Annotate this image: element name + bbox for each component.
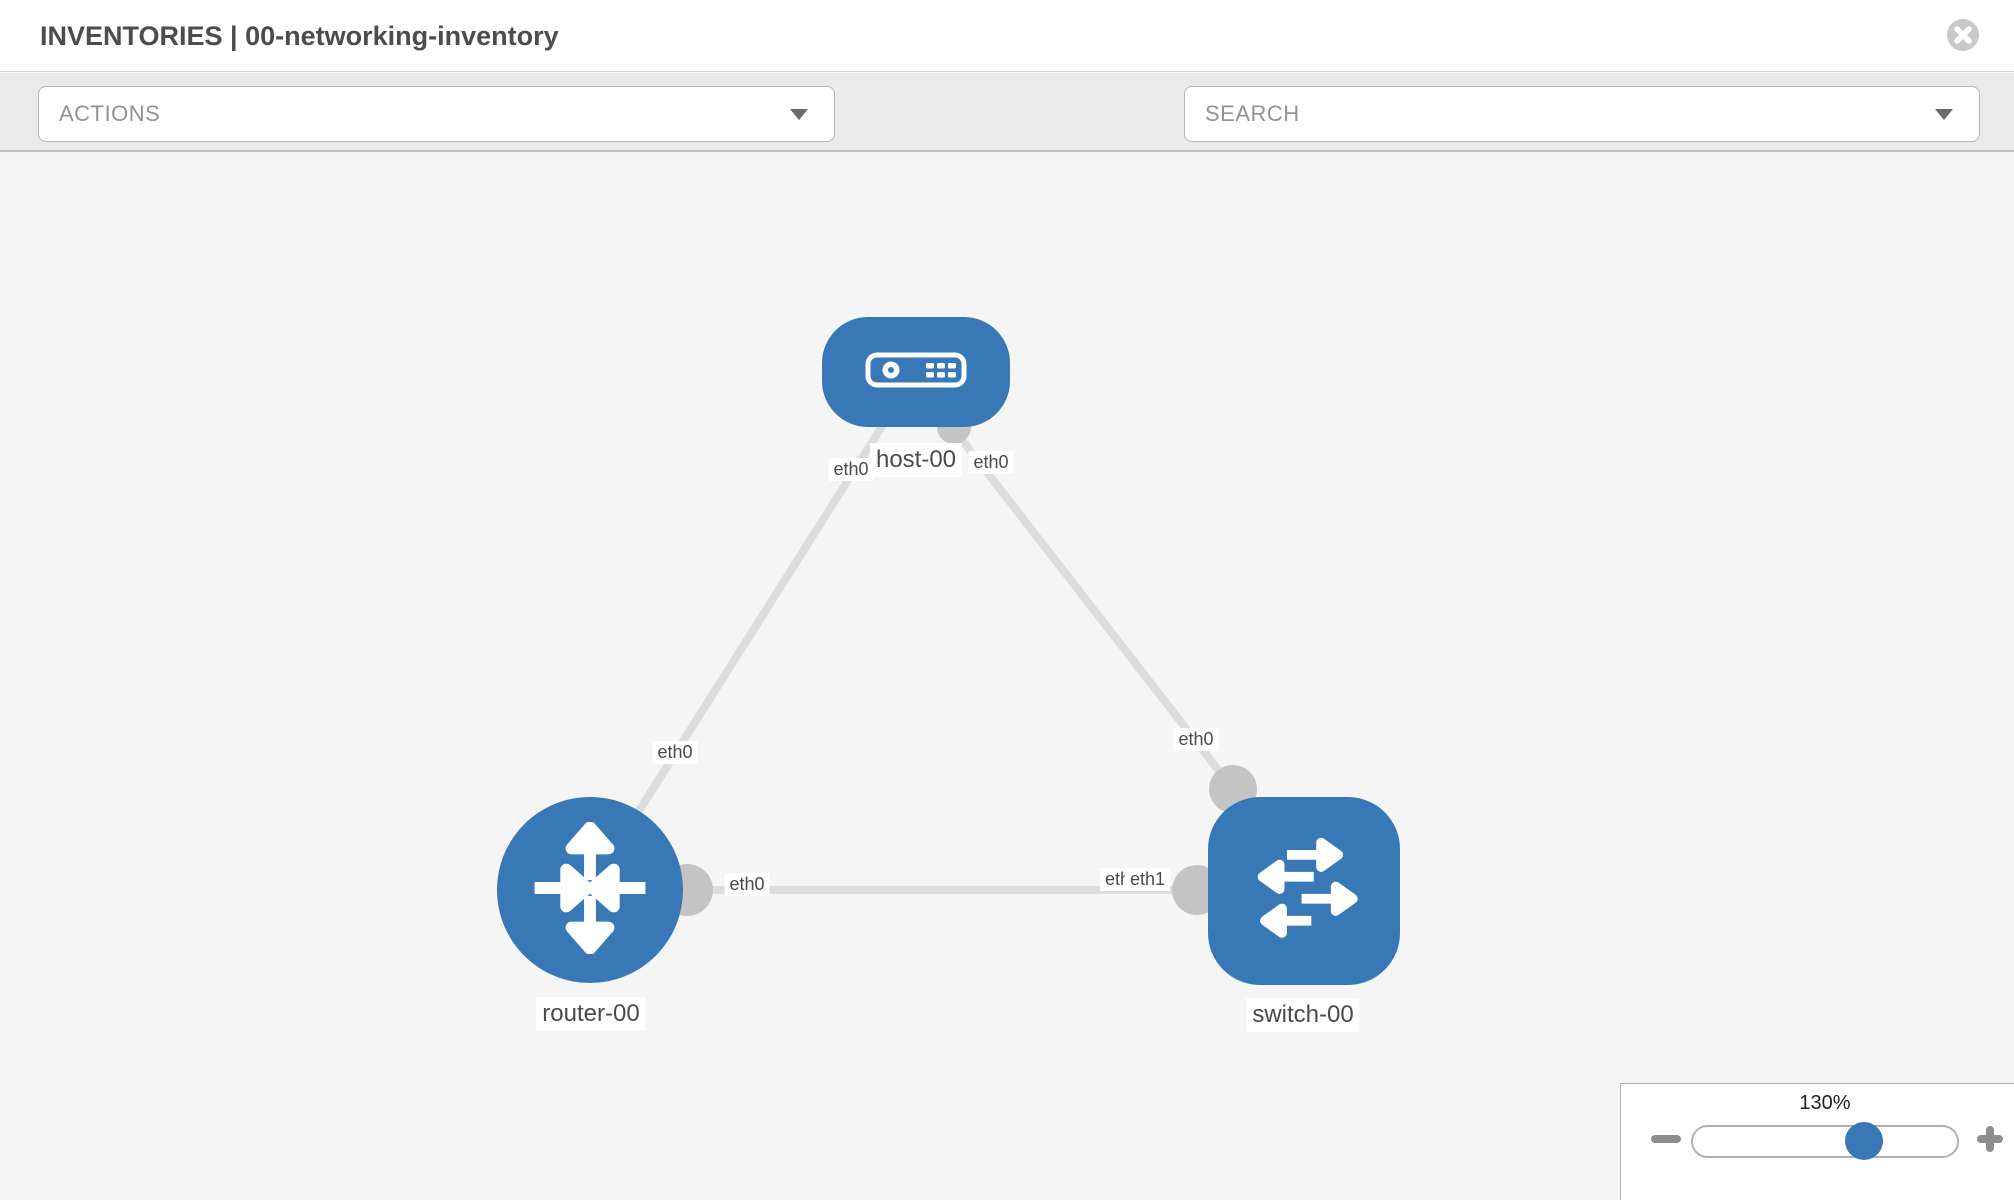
search-input[interactable] [1205,101,1979,127]
zoom-slider-thumb[interactable] [1845,1122,1883,1160]
host-icon [865,352,967,393]
iface-label-router-switch-router: eth0 [724,873,770,896]
node-label-host: host-00 [869,443,963,477]
zoom-out-button[interactable] [1649,1122,1683,1156]
node-router-00[interactable] [497,797,683,983]
node-label-router: router-00 [536,997,646,1031]
close-button[interactable] [1946,18,1980,52]
topology-canvas[interactable]: host-00 router-00 switch-00 eth0 eth0 et… [0,152,2014,1200]
switch-icon-node[interactable] [1208,797,1400,985]
iface-label-host-router-host: eth0 [828,458,874,481]
zoom-slider[interactable] [1691,1122,1959,1160]
node-host-00[interactable] [822,317,1010,427]
zoom-panel: 130% [1620,1083,2014,1200]
actions-dropdown-label: ACTIONS [59,101,161,126]
iface-label-host-router-router: eth0 [652,741,698,764]
minus-icon [1651,1135,1681,1143]
search-dropdown[interactable] [1184,86,1980,142]
iface-label-router-switch-switch: eth1 [1125,868,1171,891]
zoom-level-value: 130% [1799,1092,1851,1114]
page-title: INVENTORIES | 00-networking-inventory [40,20,559,51]
app-header: INVENTORIES | 00-networking-inventory [0,0,2014,72]
chevron-down-icon [1935,109,1953,120]
links-layer [628,410,1257,916]
chevron-down-icon [790,109,808,120]
toolbar: ACTIONS [0,73,2014,208]
router-icon [524,820,656,959]
close-icon [1946,19,1980,55]
iface-label-host-switch-host: eth0 [968,451,1014,474]
iface-label-host-switch-switch: eth0 [1173,728,1219,751]
actions-dropdown[interactable]: ACTIONS [38,86,835,142]
node-label-switch: switch-00 [1246,998,1360,1032]
switch-icon [1243,823,1365,960]
zoom-in-button[interactable] [1973,1122,2007,1156]
